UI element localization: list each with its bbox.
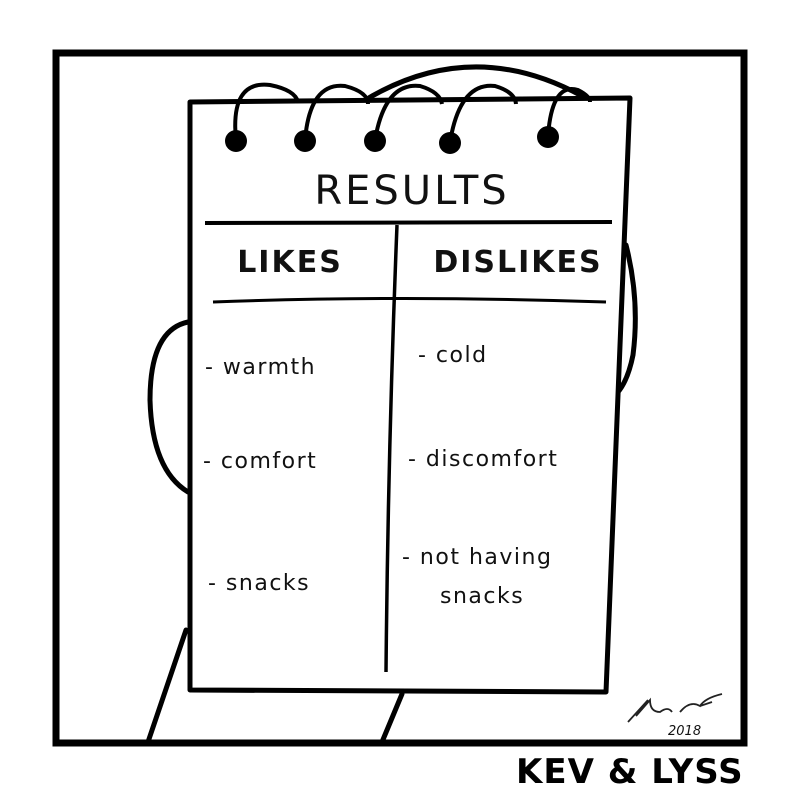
dislike-item: - not having — [402, 545, 552, 570]
header-divider — [212, 297, 607, 304]
like-item: - warmth — [205, 355, 316, 380]
title-divider — [204, 220, 613, 225]
spiral-binding — [233, 82, 592, 143]
dislike-item: - cold — [418, 343, 488, 368]
column-divider — [384, 224, 399, 673]
binding-holes — [225, 126, 559, 154]
notepad-title: RESULTS — [314, 168, 509, 214]
notepad — [187, 95, 633, 695]
signature-year: 2018 — [668, 724, 701, 739]
artist-signature — [627, 693, 723, 723]
comic-credit: KEV & LYSS — [516, 752, 744, 792]
dislike-item: snacks — [440, 584, 524, 609]
left-arm — [147, 319, 191, 495]
like-item: - comfort — [203, 449, 317, 474]
right-arm — [615, 242, 638, 395]
head-outline — [359, 64, 585, 105]
panel-frame — [52, 49, 748, 747]
dislike-item: - discomfort — [408, 447, 558, 472]
left-leg — [145, 627, 189, 745]
like-item: - snacks — [208, 571, 310, 596]
likes-header: LIKES — [237, 245, 343, 280]
right-leg — [379, 691, 405, 745]
dislikes-header: DISLIKES — [433, 245, 602, 280]
